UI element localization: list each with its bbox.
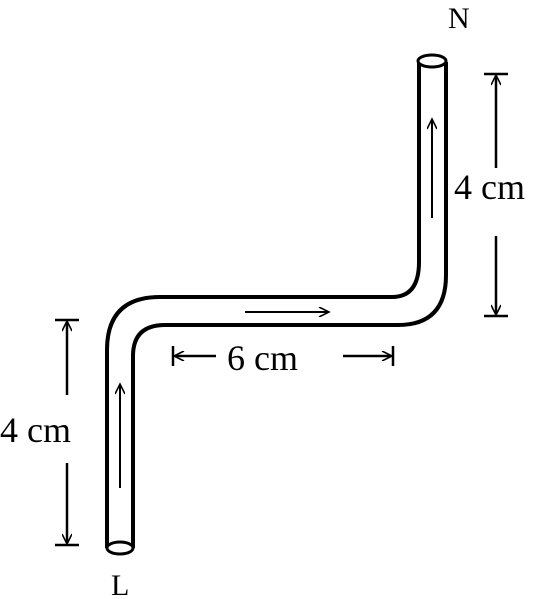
tube	[105, 62, 448, 548]
end-label-l: L	[111, 569, 129, 599]
tube-inner-wall	[131, 62, 448, 548]
middle-segment-label: 6 cm	[227, 338, 298, 378]
tube-bottom-opening	[105, 540, 135, 556]
tube-top-opening	[416, 53, 448, 69]
tube-outer-wall	[105, 62, 421, 548]
end-label-n: N	[448, 2, 470, 35]
left-segment-label: 4 cm	[0, 410, 71, 450]
right-segment-label: 4 cm	[454, 167, 525, 207]
left-dimension	[55, 318, 79, 547]
middle-dimension	[171, 346, 395, 366]
right-dimension	[484, 72, 508, 318]
flow-arrows	[120, 120, 432, 488]
